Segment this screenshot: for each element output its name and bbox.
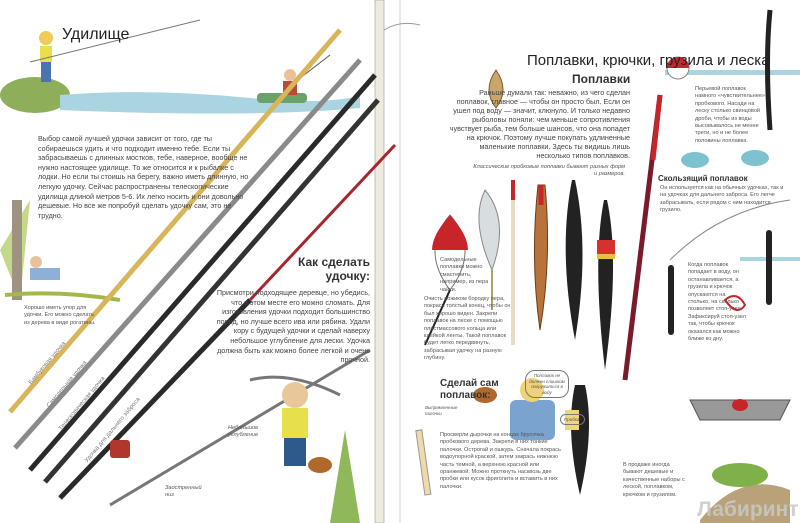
black-float <box>565 180 583 340</box>
spool-float <box>732 399 748 411</box>
knife-handle <box>415 429 432 496</box>
lake-scene-illustration <box>0 19 360 114</box>
fish-icon-2 <box>741 150 769 166</box>
groove-label: Небольшое углубление <box>228 425 259 439</box>
long-black-float-bottom <box>571 385 589 495</box>
perch-illustration <box>700 463 790 523</box>
howto-text: Присмотри подходящее деревце, но убедись… <box>216 288 370 365</box>
floats-row <box>424 69 663 495</box>
diy-title: Сделай сам поплавок: <box>440 378 499 401</box>
bubble-sticks: Выпрямленные палочки <box>425 405 458 416</box>
telescopic-rod <box>28 73 377 472</box>
red-yellow-float <box>598 200 614 370</box>
howto-title: Как сделать удочку: <box>298 255 370 283</box>
rod-intro-text: Выбор самой лучшей удочки зависит от тог… <box>38 134 249 220</box>
feather-text: Очисть ножиком бородку пера, покрась тол… <box>424 296 511 362</box>
cork-caption: Классические пробковые поплавки бывают р… <box>473 164 625 178</box>
telescopic-rod-2 <box>43 98 380 484</box>
sliding-float-title: Скользящий поплавок <box>658 174 748 183</box>
feather-float-text: Перьевой поплавок намного «чувствительне… <box>695 86 766 144</box>
sliding-float-text: Он используется как на обычных удочках, … <box>660 185 784 214</box>
feather-caption: Самодельные поплавки можно смастерить, н… <box>440 257 489 293</box>
stop-knot-icon <box>723 295 747 311</box>
homemade-rod <box>13 58 362 450</box>
bamboo-rod <box>8 28 342 414</box>
sets-text: В продаже иногда бывают дешевые и качест… <box>623 462 685 498</box>
birch-tree-illustration <box>374 0 421 523</box>
water-scene-top <box>665 9 800 168</box>
support-note: Хорошо иметь упор для удочки. Его можно … <box>24 305 96 326</box>
bubble-cork: Пробка! <box>560 414 585 426</box>
stop-knot-text: Когда поплавок попадает в воду, он остан… <box>688 262 746 343</box>
sliding-float-scene <box>668 199 800 421</box>
page-title-floats: Поплавки, крючки, грузила и леска <box>527 52 770 69</box>
sharpened-label: Заостренный низ <box>165 485 202 499</box>
watermark-logo: Лабиринт <box>697 498 799 521</box>
bubble-float-depth: Поплавок не должен слишком погружаться в… <box>525 370 569 398</box>
fish-icon <box>681 152 709 168</box>
long-cast-rod <box>58 298 252 500</box>
cork-float-small <box>488 69 504 109</box>
kids-with-dog-illustration <box>249 375 360 523</box>
brown-float <box>533 184 549 331</box>
floats-text: Раньше думали так: неважно, из чего сдел… <box>449 88 630 160</box>
reel-icon <box>110 440 130 458</box>
diy-text: Просверли дырочки на концах брусочка про… <box>440 432 561 490</box>
fishing-rods <box>8 28 397 507</box>
page-title-rod: Удилище <box>62 26 130 43</box>
floats-subtitle: Поплавки <box>572 72 631 86</box>
stick-rod <box>109 348 371 507</box>
